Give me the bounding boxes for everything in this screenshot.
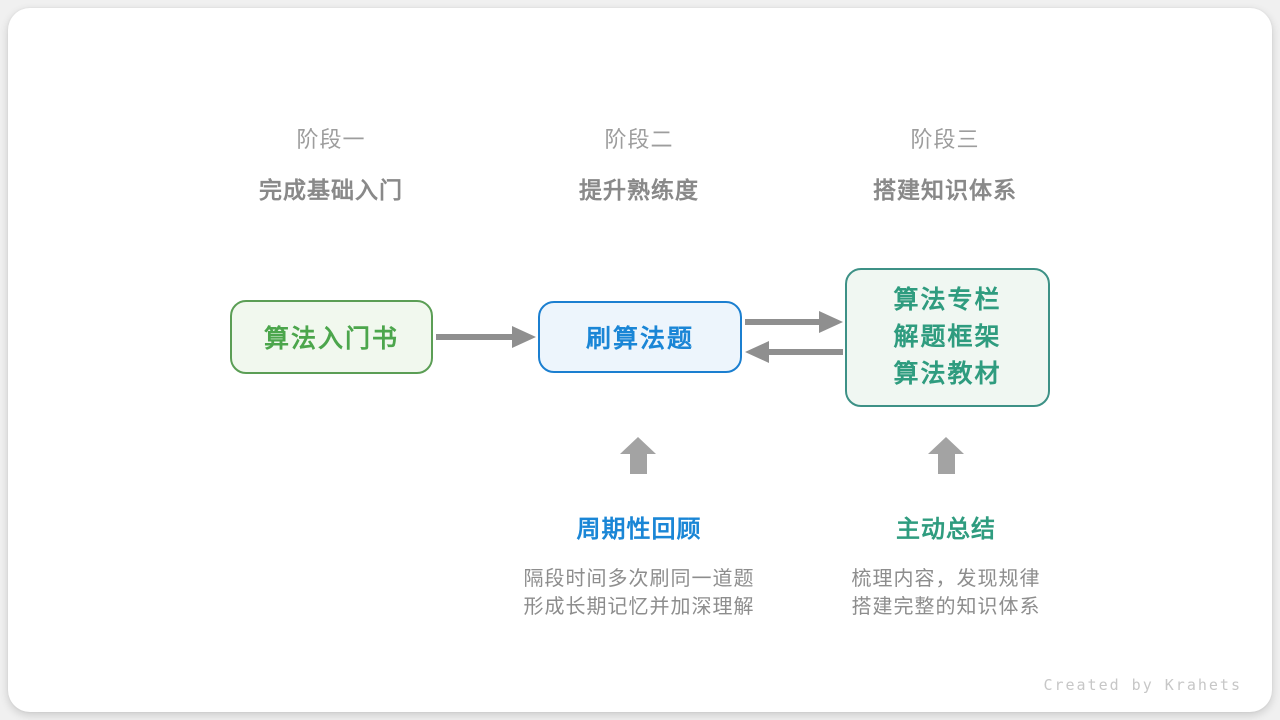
node-knowledge-resources-line-2: 解题框架 bbox=[893, 323, 1002, 351]
node-practice-problems-label: 刷算法题 bbox=[585, 325, 694, 353]
stage-header-3: 阶段三 搭建知识体系 bbox=[785, 126, 1105, 205]
arrow-up-head bbox=[620, 437, 656, 454]
node-knowledge-resources-line-3: 算法教材 bbox=[893, 360, 1002, 388]
annotation-desc-line: 隔段时间多次刷同一道题 bbox=[523, 568, 755, 590]
stage-1-title: 阶段一 bbox=[296, 127, 366, 152]
node-practice-problems: 刷算法题 bbox=[538, 301, 742, 373]
arrow-up-icon bbox=[928, 437, 964, 474]
annotation-desc-line: 梳理内容，发现规律 bbox=[851, 568, 1041, 590]
arrow-up-stem bbox=[937, 454, 955, 474]
credit-text: Created by Krahets bbox=[1043, 676, 1242, 694]
node-knowledge-resources-line-1: 算法专栏 bbox=[893, 286, 1002, 314]
stage-2-title: 阶段二 bbox=[604, 127, 674, 152]
arrow-left-icon bbox=[745, 341, 843, 363]
arrow-right-icon bbox=[745, 311, 843, 333]
node-knowledge-resources: 算法专栏 解题框架 算法教材 bbox=[845, 268, 1050, 407]
annotation-active-summary-title: 主动总结 bbox=[896, 516, 996, 543]
stage-3-title: 阶段三 bbox=[910, 127, 980, 152]
stage-header-2: 阶段二 提升熟练度 bbox=[479, 126, 799, 205]
annotation-active-summary: 主动总结 梳理内容，发现规律 搭建完整的知识体系 bbox=[756, 509, 1136, 621]
node-intro-book: 算法入门书 bbox=[230, 300, 433, 374]
annotation-active-summary-desc: 梳理内容，发现规律 搭建完整的知识体系 bbox=[756, 565, 1136, 621]
arrow-right-icon bbox=[436, 326, 536, 348]
arrow-up-icon bbox=[620, 437, 656, 474]
node-intro-book-label: 算法入门书 bbox=[263, 325, 399, 353]
annotation-periodic-review-desc: 隔段时间多次刷同一道题 形成长期记忆并加深理解 bbox=[449, 565, 829, 621]
arrow-up-head bbox=[928, 437, 964, 454]
stage-3-subtitle: 搭建知识体系 bbox=[873, 177, 1017, 203]
stage-2-subtitle: 提升熟练度 bbox=[579, 177, 699, 203]
annotation-periodic-review-title: 周期性回顾 bbox=[576, 516, 702, 543]
stage-header-1: 阶段一 完成基础入门 bbox=[171, 126, 491, 205]
annotation-periodic-review: 周期性回顾 隔段时间多次刷同一道题 形成长期记忆并加深理解 bbox=[449, 509, 829, 621]
annotation-desc-line: 搭建完整的知识体系 bbox=[851, 596, 1041, 618]
annotation-desc-line: 形成长期记忆并加深理解 bbox=[523, 596, 755, 618]
arrow-up-stem bbox=[629, 454, 647, 474]
stage-1-subtitle: 完成基础入门 bbox=[259, 177, 403, 203]
